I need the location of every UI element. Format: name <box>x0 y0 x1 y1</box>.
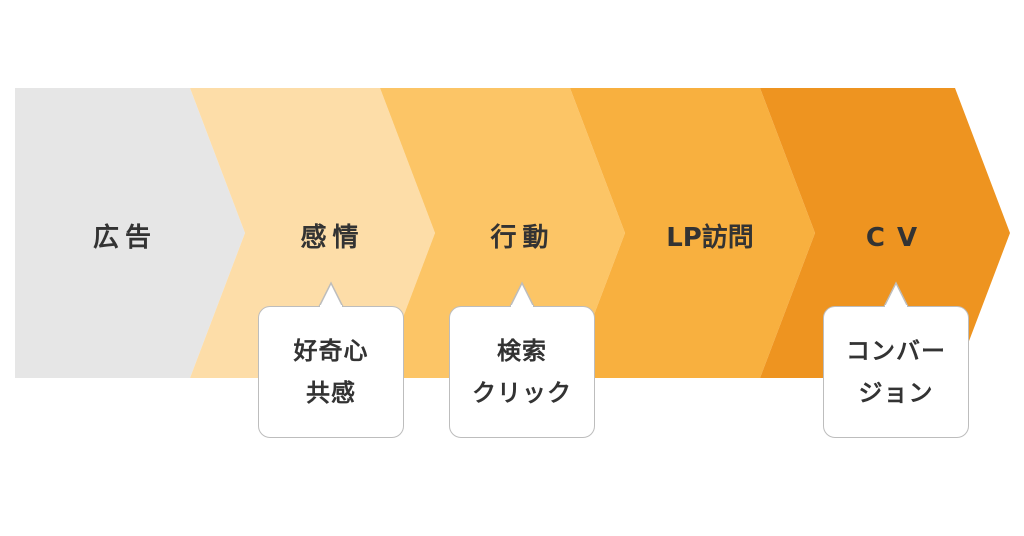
stage-ad-shape <box>15 88 245 378</box>
stage-label-ad: 広告 <box>92 223 157 253</box>
stage-label-cv: CV <box>865 223 930 253</box>
callout-action-line-2: クリック <box>472 379 572 407</box>
stage-label-action: 行動 <box>490 223 555 253</box>
stage-label-emotion: 感情 <box>300 223 365 253</box>
stage-cv-shape <box>760 88 1010 378</box>
callout-emotion-line-2: 共感 <box>306 379 356 407</box>
callout-action-line-1: 検索 <box>497 337 547 365</box>
callout-emotion: 好奇心 共感 <box>258 306 404 438</box>
stage-emotion-shape <box>190 88 435 378</box>
callout-action: 検索 クリック <box>449 306 595 438</box>
stage-label-lp-visit: LP訪問 <box>666 223 754 253</box>
callout-emotion-line-1: 好奇心 <box>293 337 369 365</box>
callout-cv-line-2: ジョン <box>858 379 934 407</box>
callout-cv: コンバー ジョン <box>823 306 969 438</box>
callout-cv-line-1: コンバー <box>846 337 946 365</box>
stage-action-shape <box>380 88 625 378</box>
stage-lp-visit-shape <box>570 88 815 378</box>
